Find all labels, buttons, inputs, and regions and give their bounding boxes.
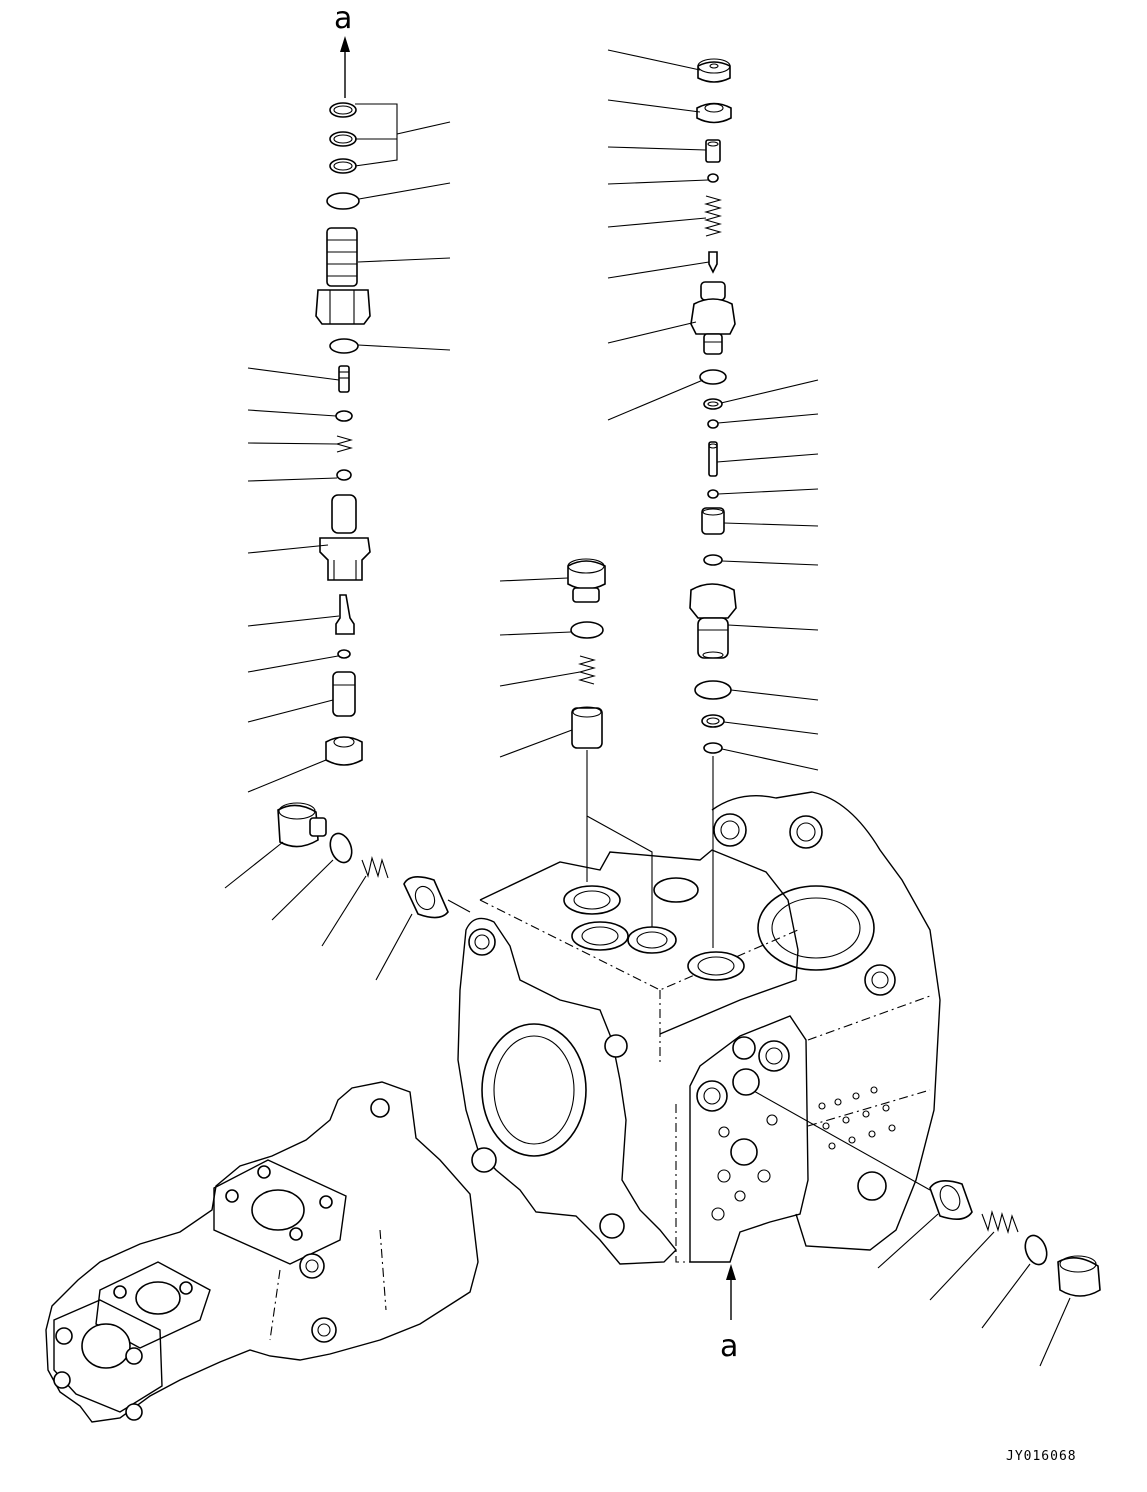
reference-arrow-top [340,36,350,98]
right-valve-stack [689,58,737,754]
left-side-plug-set [224,802,471,981]
right-side-plug-set [751,1089,1101,1367]
leader-lines-middle [499,577,714,948]
main-valve-body [457,791,941,1265]
reference-arrow-bottom [726,1264,736,1320]
drawing-code: JY016068 [1006,1449,1077,1464]
left-valve-stack [315,102,371,766]
leader-lines-left [247,103,451,793]
pump-assembly [45,1081,479,1423]
reference-label-bottom: a [720,1329,738,1364]
leader-lines-right [607,49,819,771]
reference-label-top: a [334,1,352,36]
middle-plug-stack [567,558,606,749]
